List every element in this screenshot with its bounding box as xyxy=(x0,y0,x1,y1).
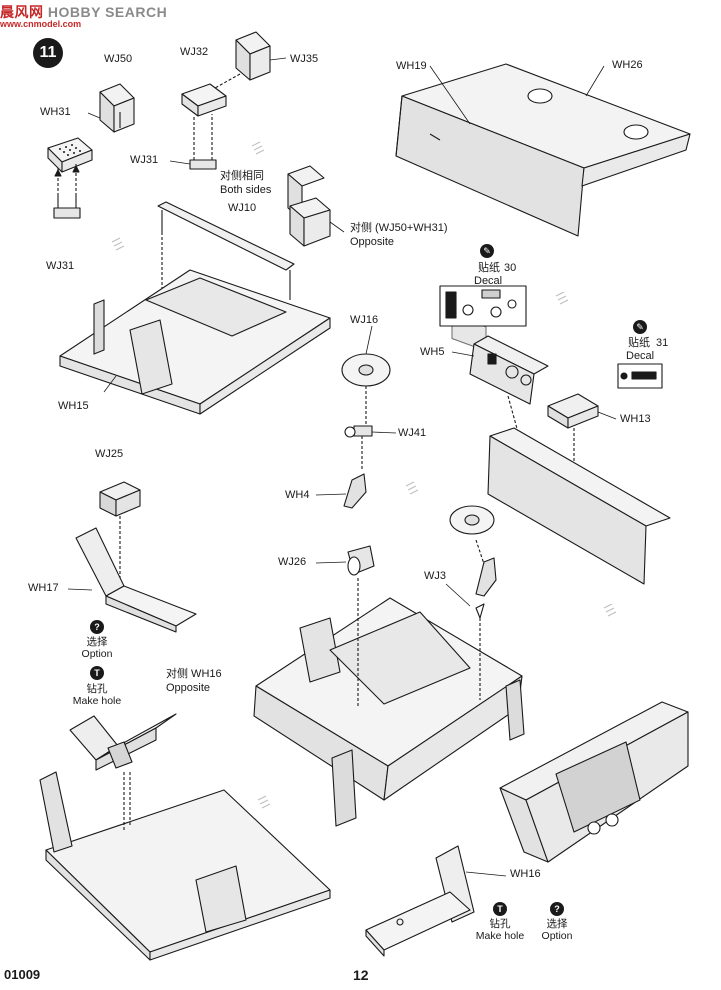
part-wh15 xyxy=(59,165,331,415)
label-wj31-center: WJ31 xyxy=(130,154,159,166)
label-wj25: WJ25 xyxy=(95,448,124,460)
label-wj10: WJ10 xyxy=(228,202,257,214)
part-wh17 xyxy=(75,527,197,633)
step-number-badge: 11 xyxy=(33,38,63,68)
part-wj35 xyxy=(235,31,271,81)
label-wj50: WJ50 xyxy=(104,53,133,65)
part-wj50-opposite xyxy=(289,197,331,247)
part-wj50 xyxy=(99,83,135,133)
label-option-a-en: Option xyxy=(81,648,113,660)
part-wj31-center xyxy=(189,114,217,170)
part-wj16 xyxy=(341,353,391,424)
label-decal30-number: 30 xyxy=(504,262,517,274)
leader-lines xyxy=(67,57,617,877)
label-option-b-cn: 选择 xyxy=(546,918,568,930)
label-wh15: WH15 xyxy=(58,400,89,412)
part-wh5 xyxy=(469,335,549,455)
label-wh17: WH17 xyxy=(28,582,59,594)
watermark-brand: HOBBY SEARCH xyxy=(47,4,168,20)
question-icon: ? xyxy=(90,620,104,634)
label-wh13: WH13 xyxy=(620,413,651,425)
label-makehole-a-cn: 钻孔 xyxy=(86,683,108,695)
decal-icon: ✎ xyxy=(633,320,647,334)
part-steering-assembly xyxy=(449,505,497,700)
part-wh31 xyxy=(47,137,93,173)
label-decal31-en: Decal xyxy=(626,350,655,362)
label-wh26: WH26 xyxy=(612,59,643,71)
label-opposite-wj50-cn: 对侧 (WJ50+WH31) xyxy=(350,222,448,234)
label-wj3: WJ3 xyxy=(424,570,446,582)
label-makehole-a-en: Make hole xyxy=(72,695,122,707)
watermark-chinese: 晨风网 xyxy=(0,4,44,20)
decal-30-panel xyxy=(439,285,527,327)
label-wj32: WJ32 xyxy=(180,46,209,58)
shade-marks xyxy=(111,141,617,809)
part-chassis-main xyxy=(253,578,525,827)
label-makehole-b-cn: 钻孔 xyxy=(489,918,511,930)
label-wh16: WH16 xyxy=(510,868,541,880)
decal-icon: ✎ xyxy=(480,244,494,258)
label-decal30-en: Decal xyxy=(474,275,503,287)
part-wh13 xyxy=(547,393,599,486)
label-wh19: WH19 xyxy=(396,60,427,72)
label-wj41: WJ41 xyxy=(398,427,427,439)
part-wj26 xyxy=(347,545,375,576)
label-wh4: WH4 xyxy=(285,489,310,501)
question-icon: ? xyxy=(550,902,564,916)
label-opposite-wh16-cn: 对侧 WH16 xyxy=(166,668,222,680)
label-both-sides-cn: 对侧相同 xyxy=(220,170,264,182)
drill-icon: T xyxy=(493,902,507,916)
label-opposite-wj50-en: Opposite xyxy=(350,236,395,248)
label-wj26: WJ26 xyxy=(278,556,307,568)
part-wh19-wh26 xyxy=(395,63,691,352)
part-wj25 xyxy=(99,481,141,590)
part-wj32 xyxy=(181,73,241,117)
label-wj16: WJ16 xyxy=(350,314,379,326)
part-wj41 xyxy=(344,425,373,470)
label-wj31-left: WJ31 xyxy=(46,260,75,272)
label-option-b-en: Option xyxy=(541,930,573,942)
label-option-a-cn: 选择 xyxy=(86,636,108,648)
label-opposite-wh16-en: Opposite xyxy=(166,682,211,694)
label-makehole-b-en: Make hole xyxy=(475,930,525,942)
watermark-url: www.cnmodel.com xyxy=(0,19,82,29)
part-chassis-lower-left xyxy=(39,771,331,961)
label-decal30-cn: 贴纸 xyxy=(478,262,500,274)
label-wh31: WH31 xyxy=(40,106,71,118)
label-wj35: WJ35 xyxy=(290,53,319,65)
footer-code: 01009 xyxy=(4,967,41,982)
drill-icon: T xyxy=(90,666,104,680)
label-both-sides-en: Both sides xyxy=(220,184,272,196)
label-decal31-cn: 贴纸 xyxy=(628,337,650,349)
part-front-block xyxy=(499,701,689,863)
part-wj31-left xyxy=(53,164,81,219)
label-wh5: WH5 xyxy=(420,346,445,358)
decal-31-panel xyxy=(617,363,663,389)
footer-page-number: 12 xyxy=(353,967,369,983)
watermark: 晨风网 HOBBY SEARCH xyxy=(0,2,167,22)
part-wh16-opposite xyxy=(69,713,177,771)
part-wh4 xyxy=(343,473,367,509)
part-wh16 xyxy=(365,845,475,957)
label-decal31-number: 31 xyxy=(656,337,669,349)
